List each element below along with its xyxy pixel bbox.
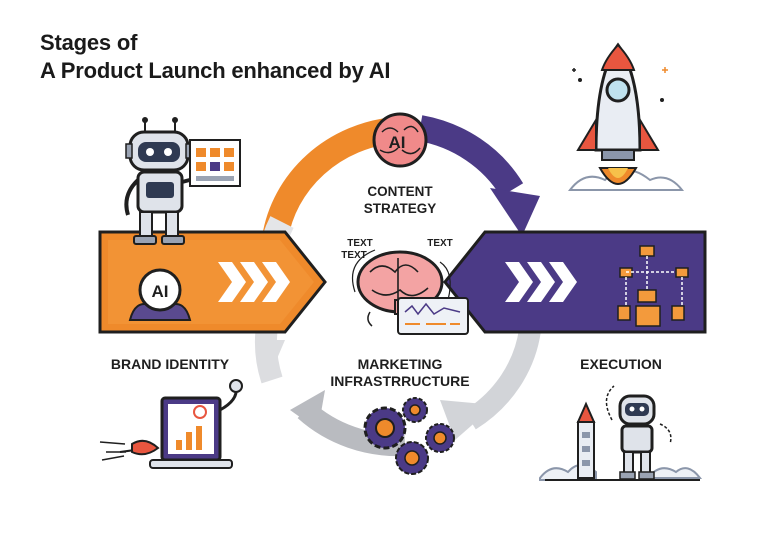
data-panel-icon — [397, 297, 469, 335]
brand-ai-badge-icon — [128, 268, 192, 321]
cable-icon — [367, 311, 373, 327]
purple-arrowhead — [490, 188, 540, 236]
marketing-infrastructure-line-1: MARKETING — [357, 356, 443, 372]
brand-ai-badge-text: AI — [152, 282, 169, 301]
brain-text-3: TEXT — [341, 250, 367, 261]
rocket-icon — [567, 42, 685, 191]
gray-arrowhead-right — [440, 400, 495, 440]
dashboard-board-icon — [189, 139, 241, 187]
marketing-infrastructure-line-2: INFRASTRRUCTURE — [330, 373, 470, 389]
content-strategy-line-2: STRATEGY — [363, 201, 437, 216]
execution-label: EXECUTION — [580, 356, 662, 372]
robot-icon — [124, 117, 206, 245]
chevrons-icon — [218, 262, 290, 302]
laptop-icon — [99, 379, 243, 469]
chevrons-icon — [505, 262, 577, 302]
title-line-2: A Product Launch enhanced by AI — [40, 58, 391, 83]
brain-ai-badge-text: AI — [389, 133, 406, 152]
brand-identity-banner — [98, 230, 327, 334]
purple-arc — [417, 115, 524, 198]
brand-identity-label: BRAND IDENTITY — [110, 356, 230, 372]
brain-text-2: TEXT — [427, 238, 453, 249]
execution-banner — [443, 230, 707, 334]
content-strategy-label: CONTENT STRATEGY — [345, 183, 455, 217]
title-line-1: Stages of — [40, 30, 138, 55]
gray-arrowhead-left — [255, 340, 285, 375]
brain-text-1: TEXT — [347, 238, 373, 249]
flowchart-icon — [617, 245, 689, 327]
orange-arc — [262, 117, 397, 241]
gray-arrowhead-bottom — [290, 390, 325, 430]
launch-scene-icon — [539, 385, 703, 481]
gears-icon — [363, 397, 455, 475]
marketing-infrastructure-label: MARKETING INFRASTRRUCTURE — [320, 356, 480, 390]
brain-ai-icon — [372, 112, 428, 168]
content-strategy-line-1: CONTENT — [367, 184, 433, 199]
